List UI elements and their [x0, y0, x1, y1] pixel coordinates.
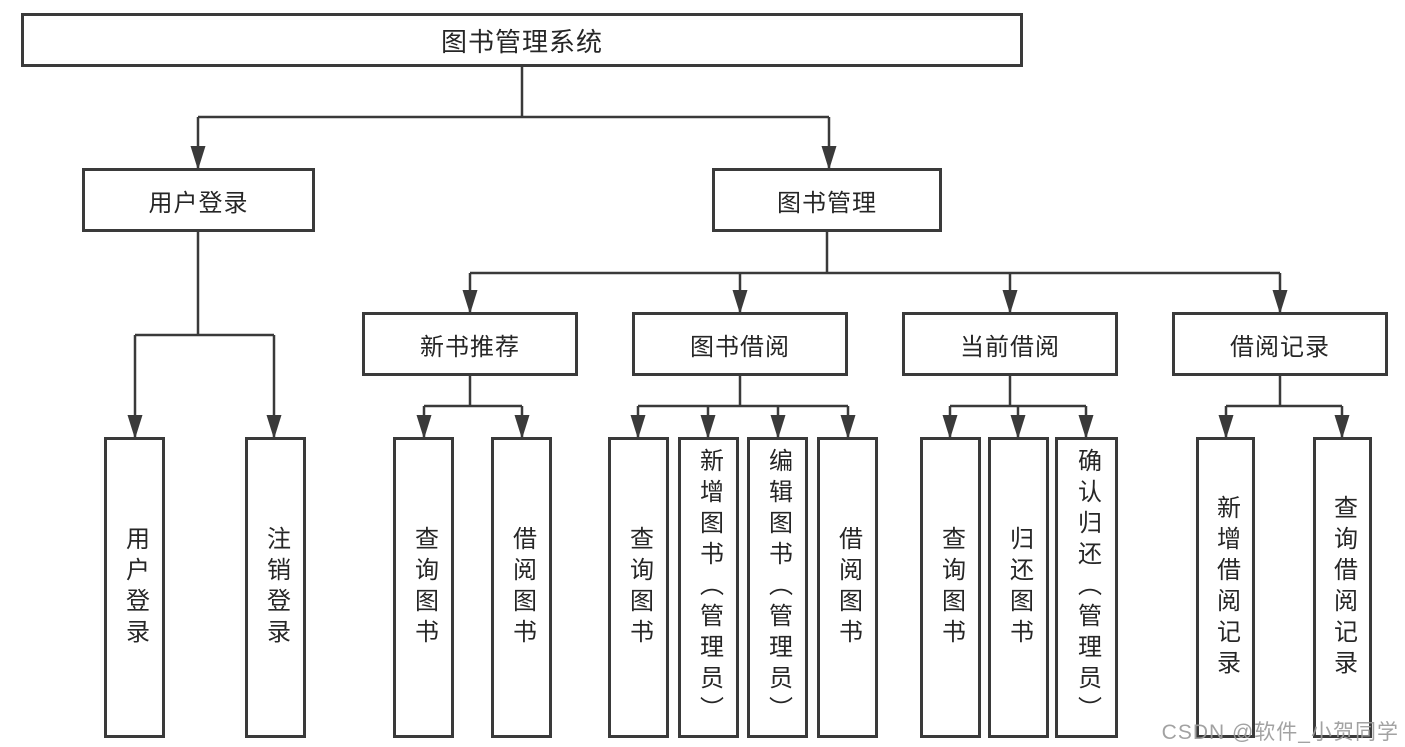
- node-label: 查询图书: [625, 525, 653, 650]
- csdn-watermark: CSDN @软件_小贺同学: [1161, 721, 1399, 744]
- node-label: 用户登录: [121, 525, 149, 650]
- leaf-return-book: 归还图书: [988, 437, 1049, 738]
- connector-user-login: [133, 232, 276, 437]
- node-label: 当前借阅: [960, 333, 1060, 361]
- node-label: 新增图书（管理员）: [695, 448, 723, 727]
- node-label: 图书借阅: [690, 333, 790, 361]
- node-label: 借阅记录: [1230, 333, 1330, 361]
- node-label: 用户登录: [148, 189, 249, 217]
- node-label: 图书管理系统: [440, 26, 603, 57]
- connector-new-book-rec: [422, 375, 524, 437]
- node-library-management-system: 图书管理系统: [21, 13, 1023, 67]
- node-label: 归还图书: [1005, 525, 1033, 650]
- leaf-user-login: 用户登录: [104, 437, 165, 738]
- node-book-management: 图书管理: [712, 168, 942, 232]
- connector-borrow-records: [1224, 375, 1344, 437]
- connector-root: [196, 67, 831, 168]
- leaf-query-book-recommend: 查询图书: [393, 437, 454, 738]
- node-label: 确认归还（管理员）: [1073, 448, 1101, 727]
- node-label: 借阅图书: [834, 525, 862, 650]
- node-borrowing-records: 借阅记录: [1172, 312, 1388, 376]
- node-label: 图书管理: [777, 189, 877, 217]
- node-book-borrowing: 图书借阅: [632, 312, 848, 376]
- node-user-login: 用户登录: [82, 168, 315, 232]
- node-label: 编辑图书（管理员）: [764, 448, 792, 727]
- leaf-borrow-book-borrowing: 借阅图书: [817, 437, 878, 738]
- node-label: 借阅图书: [508, 525, 536, 650]
- node-label: 查询借阅记录: [1329, 494, 1357, 681]
- node-label: 注销登录: [262, 525, 290, 650]
- node-current-borrowing: 当前借阅: [902, 312, 1118, 376]
- node-new-book-recommend: 新书推荐: [362, 312, 578, 376]
- leaf-logout: 注销登录: [245, 437, 306, 738]
- node-label: 查询图书: [937, 525, 965, 650]
- leaf-confirm-return-admin: 确认归还（管理员）: [1055, 437, 1118, 738]
- leaf-borrow-book-recommend: 借阅图书: [491, 437, 552, 738]
- leaf-query-book-borrowing: 查询图书: [608, 437, 669, 738]
- node-label: 查询图书: [410, 525, 438, 650]
- node-label: 新书推荐: [420, 333, 520, 361]
- leaf-add-book-admin: 新增图书（管理员）: [678, 437, 739, 738]
- leaf-edit-book-admin: 编辑图书（管理员）: [747, 437, 808, 738]
- connector-book-borrow: [636, 375, 850, 437]
- leaf-query-borrow-record: 查询借阅记录: [1313, 437, 1372, 738]
- connector-book-mgmt: [468, 232, 1282, 312]
- arrowhead-icons: [127, 146, 1350, 439]
- node-label: 新增借阅记录: [1212, 494, 1240, 681]
- leaf-query-book-current: 查询图书: [920, 437, 981, 738]
- leaf-add-borrow-record: 新增借阅记录: [1196, 437, 1255, 738]
